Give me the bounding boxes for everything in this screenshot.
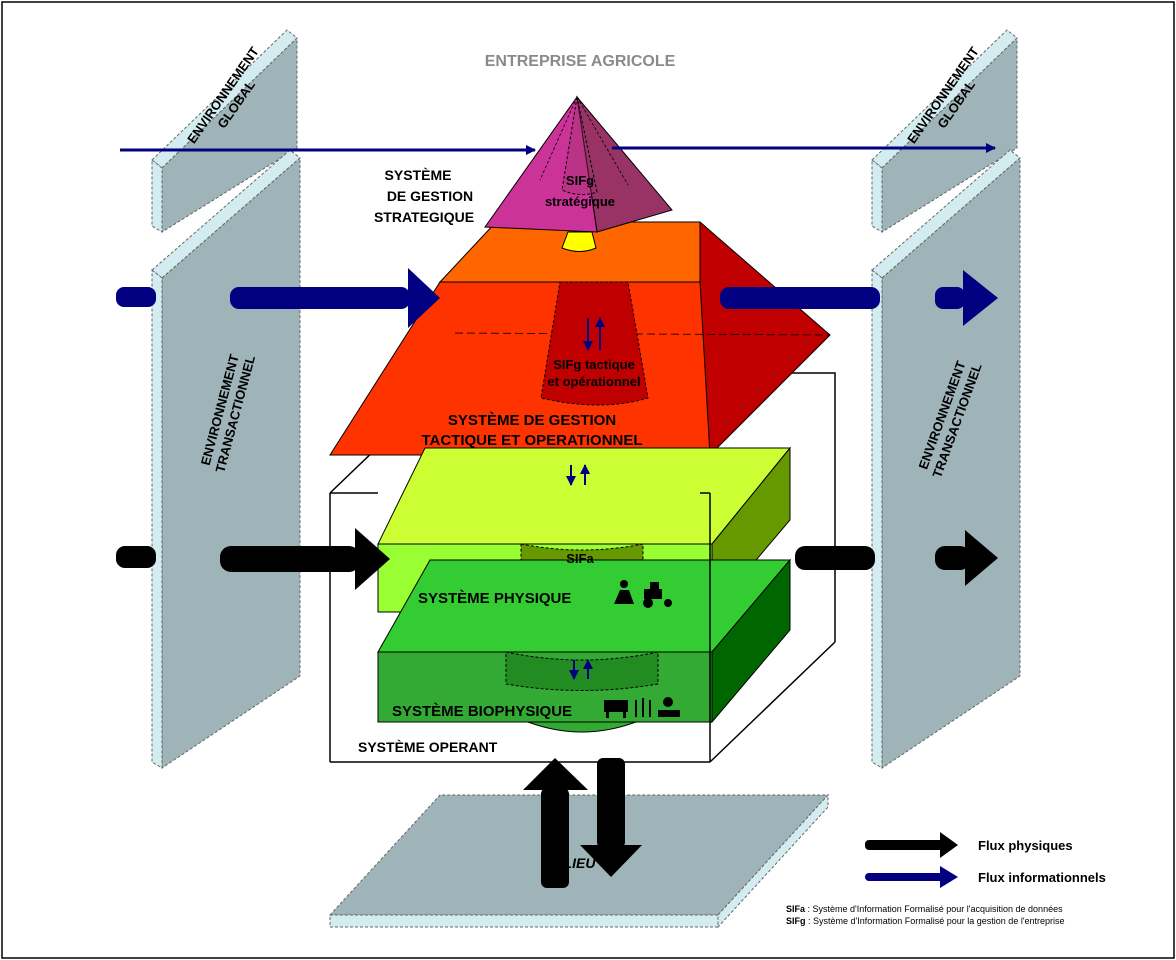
flux-physique-thick [116, 528, 998, 590]
label-tactical-system: SYSTÈME DE GESTION TACTIQUE ET OPERATION… [421, 412, 642, 449]
operant-box-front [329, 492, 711, 763]
panel-global-right [871, 29, 1018, 233]
strategic-line3: STRATEGIQUE [374, 209, 474, 225]
legend-flux-physique-arrow [865, 832, 958, 858]
legend-note-sifa: SIFa : Système d'Information Formalisé p… [786, 904, 1063, 914]
note-sifa-text: : Système d'Information Formalisé pour l… [805, 904, 1063, 914]
tractor-icon [643, 582, 672, 608]
note-sifg-text: : Système d'Information Formalisé pour l… [806, 916, 1065, 926]
diagram-title: ENTREPRISE AGRICOLE [485, 53, 676, 70]
biophysique-slab [377, 558, 792, 733]
legend-flux-info-arrow [865, 866, 958, 888]
note-sifa-key: SIFa [786, 904, 806, 914]
label-biophysique: SYSTÈME BIOPHYSIQUE [392, 703, 572, 720]
tactical-line1: SYSTÈME DE GESTION [448, 412, 616, 429]
flux-info-thin [120, 143, 996, 155]
tactical-line2: TACTIQUE ET OPERATIONNEL [421, 432, 642, 449]
strategic-line1: SYSTÈME [385, 167, 452, 183]
cow-icon [604, 700, 628, 718]
connector-strategic [561, 231, 597, 252]
label-strategic-system: SYSTÈME DE GESTION STRATEGIQUE [374, 167, 474, 225]
flux-info-thick [116, 268, 998, 328]
tactical-pyramid [329, 221, 831, 456]
milieu-arrows [523, 758, 642, 888]
legend-note-sifg: SIFg : Système d'Information Formalisé p… [786, 916, 1065, 926]
note-sifg-key: SIFg [786, 916, 806, 926]
soil-icon [658, 697, 680, 717]
wheat-icon [635, 698, 651, 717]
panel-transactional-right [871, 149, 1021, 769]
farmer-icon [614, 580, 634, 604]
strategic-pyramid [484, 95, 673, 233]
label-physique: SYSTÈME PHYSIQUE [418, 590, 571, 607]
panel-transactional-left [151, 149, 301, 769]
label-operant: SYSTÈME OPERANT [358, 739, 498, 755]
strategic-line2: DE GESTION [387, 188, 473, 204]
panel-global-left [151, 29, 298, 233]
inner-arrows [566, 317, 605, 680]
legend-flux-physique-label: Flux physiques [978, 838, 1073, 853]
sifg-strategic-line2: stratégique [545, 194, 615, 209]
label-sifg-strategic: SIFg stratégique [545, 173, 615, 209]
label-sifg-tactical: SIFg tactique et opérationnel [547, 357, 640, 389]
sifg-strategic-line1: SIFg [566, 173, 594, 188]
legend: Flux physiques Flux informationnels SIFa… [786, 832, 1106, 926]
sifg-tactical-line2: et opérationnel [547, 374, 640, 389]
legend-flux-info-label: Flux informationnels [978, 870, 1106, 885]
milieu-floor [328, 793, 830, 929]
sifg-tactical-line1: SIFg tactique [553, 357, 635, 372]
label-milieu: MILIEU [548, 855, 596, 871]
label-sifa: SIFa [566, 551, 594, 566]
